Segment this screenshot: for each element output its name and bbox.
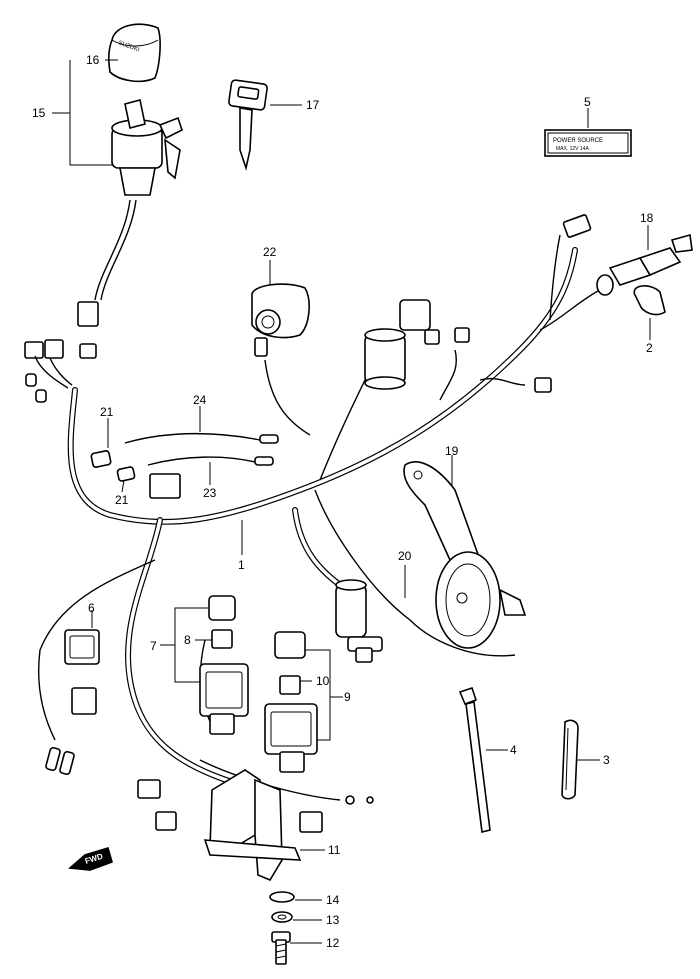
- label-16: 16: [86, 53, 100, 67]
- connectors-21: [90, 450, 181, 499]
- handlebar-switch: [251, 283, 310, 357]
- decal-line1: POWER SOURCE: [553, 138, 603, 144]
- label-7: 7: [150, 639, 157, 653]
- left-connector-cluster: [24, 301, 99, 403]
- power-source-decal: POWER SOURCE MAX. 12V 14A: [544, 129, 632, 157]
- bolt-12: [271, 931, 291, 965]
- bracket-11: [203, 769, 302, 882]
- label-6: 6: [88, 601, 95, 615]
- label-3: 3: [603, 753, 610, 767]
- label-8: 8: [184, 633, 191, 647]
- strap-3: [561, 719, 579, 800]
- fuse-box-9: [264, 631, 318, 773]
- label-19: 19: [445, 444, 459, 458]
- label-15: 15: [32, 106, 46, 120]
- label-17: 17: [306, 98, 320, 112]
- lower-connectors: [137, 779, 374, 833]
- leads-23-24: [124, 432, 279, 466]
- label-10: 10: [316, 674, 330, 688]
- label-21a: 21: [100, 405, 114, 419]
- leader-lines: [52, 59, 651, 944]
- relay-coil: [364, 299, 470, 390]
- decal-line2: MAX. 12V 14A: [556, 146, 589, 152]
- part-labels: 16 15 17 5 18 2 22 24 21 21 23 1 19 20 6…: [32, 53, 654, 950]
- fuse-box-7: [199, 595, 249, 735]
- cable-tie-4: [458, 686, 491, 833]
- key: [228, 79, 268, 171]
- label-20: 20: [398, 549, 412, 563]
- label-12: 12: [326, 936, 340, 950]
- label-9: 9: [344, 690, 351, 704]
- socket-18: [596, 233, 693, 296]
- ignition-switch: [111, 99, 183, 196]
- label-5: 5: [584, 95, 591, 109]
- label-24: 24: [193, 393, 207, 407]
- label-4: 4: [510, 743, 517, 757]
- relay-6: [45, 629, 100, 776]
- fwd-arrow: FWD: [68, 846, 113, 871]
- clamp-2: [633, 285, 666, 316]
- horn: [403, 461, 527, 649]
- ignition-coil: [335, 579, 383, 663]
- label-21b: 21: [115, 493, 129, 507]
- label-11: 11: [328, 843, 341, 857]
- wiring-harness: [37, 199, 601, 801]
- label-23: 23: [203, 486, 217, 500]
- label-22: 22: [263, 245, 277, 259]
- label-2: 2: [646, 341, 653, 355]
- ignition-cap: SUZUKI: [107, 23, 161, 83]
- label-18: 18: [640, 211, 654, 225]
- label-13: 13: [326, 913, 340, 927]
- label-14: 14: [326, 893, 340, 907]
- washer-13: [271, 911, 293, 923]
- label-1: 1: [238, 558, 245, 572]
- washer-14: [269, 891, 295, 903]
- upper-connector: [534, 214, 592, 393]
